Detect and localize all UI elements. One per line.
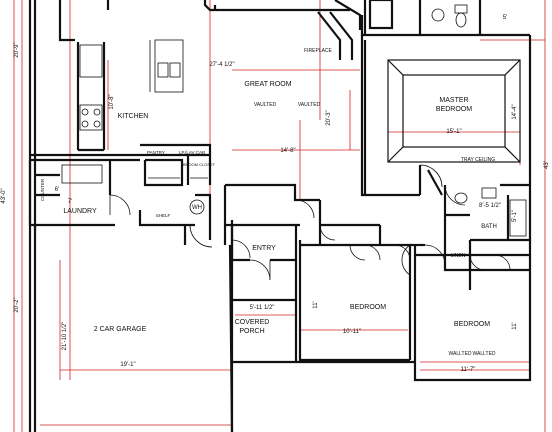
dim-laundry-width: 7' [68, 199, 72, 205]
bedroom-1-label: BEDROOM [350, 304, 386, 311]
bedroom-2-label: BEDROOM [454, 321, 490, 328]
master-bedroom-label-line2: BEDROOM [436, 106, 472, 113]
walk-in-note-1: WALLTED [448, 351, 471, 357]
bath-label: BATH [481, 224, 497, 230]
laundry-label: LAUNDRY [63, 208, 97, 215]
vaulted-note-1: VAULTED [254, 102, 277, 108]
water-heater-note: WH [192, 205, 202, 211]
dim-great-room-width: 27'-4 1/2" [209, 62, 234, 68]
dim-left-top: 20'-9" [14, 42, 20, 57]
linen-label: LINEN [451, 253, 466, 259]
kitchen-label: KITCHEN [118, 113, 149, 120]
doors-and-fixtures [61, 4, 527, 281]
dim-bedroom2-width: 11'-7" [461, 367, 476, 373]
walls [28, 0, 532, 432]
tray-ceiling-note: TRAY CEILING [461, 157, 495, 163]
covered-porch-label-line2: PORCH [239, 328, 264, 335]
vaulted-note-2: VAULTED [298, 102, 321, 108]
dim-great-room-depth: 20'-3" [326, 110, 332, 125]
dim-kitchen-depth: 10'-8" [109, 94, 115, 109]
walk-in-note-2: WALLTED [472, 351, 495, 357]
dim-garage-depth: 21'-10 1/2" [62, 322, 68, 351]
lp-lav-cab-note: LP./LAV CAB [179, 150, 205, 155]
dim-bedroom2-depth: 11' [512, 322, 518, 329]
room-labels: GREAT ROOM KITCHEN MASTER BEDROOM LAUNDR… [63, 81, 496, 335]
dim-laundry-depth: 6' [55, 187, 59, 193]
covered-porch-label-line1: COVERED [235, 319, 270, 326]
dim-bedroom1-width: 10'-11" [343, 329, 361, 335]
entry-label: ENTRY [252, 245, 276, 252]
great-room-label: GREAT ROOM [244, 81, 291, 88]
dim-left-small: 43'-0" [1, 188, 7, 203]
pantry-note: PANTRY [147, 150, 165, 155]
fireplace-note: FIREPLACE [304, 48, 332, 54]
dim-porch-width: 5'-11 1/2" [250, 305, 275, 311]
master-bedroom-label-line1: MASTER [439, 97, 468, 104]
dim-great-room-lower: 14'-8" [280, 148, 295, 154]
dim-bath-small: 5'-1" [512, 210, 518, 222]
dim-bedroom1-depth: 11' [313, 301, 319, 308]
dim-master-depth: 14'-4" [512, 104, 518, 119]
dim-top-right: 5' [503, 15, 507, 21]
dim-left-bottom: 20'-2" [14, 297, 20, 312]
dim-right: 43' [544, 161, 550, 169]
dim-master-width: 15'-1" [446, 129, 461, 135]
broom-closet-note: BROOM CLOSET [183, 162, 216, 167]
dim-garage-width: 19'-1" [120, 362, 135, 368]
counter-note: COUNTER [40, 178, 45, 201]
garage-label: 2 CAR GARAGE [94, 326, 147, 333]
plan-notes: FIREPLACE VAULTED VAULTED TRAY CEILING P… [40, 48, 496, 357]
shelf-note: SHELF [156, 213, 171, 218]
dimension-labels: 20'-9" 20'-2" 43'-0" 43' 27'-4 1/2" 20'-… [1, 15, 550, 373]
dim-bath-width: 8'-5 1/2" [479, 203, 501, 209]
